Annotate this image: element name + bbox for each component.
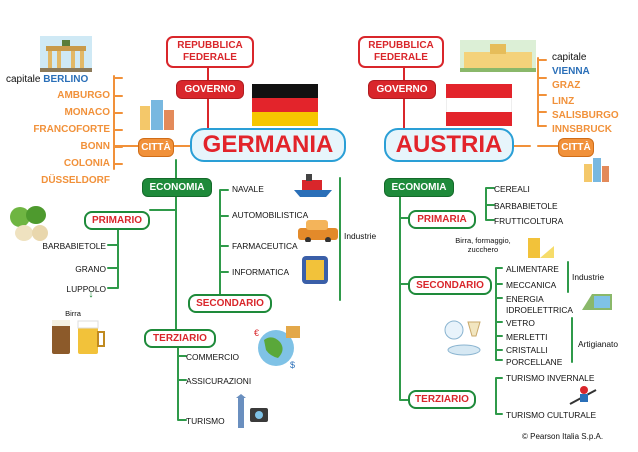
austria-energy-item-1: ENERGIA	[506, 294, 544, 304]
austria-tertiary-box: TERZIARIO	[408, 390, 476, 409]
skier-icon	[569, 386, 597, 405]
austria-craft-label: Artigianato	[578, 339, 619, 349]
austria-city-2: LINZ	[552, 96, 575, 107]
germany-secondary-item-4: INFORMATICA	[232, 267, 290, 277]
austria-republic-box: REPUBBLICA FEDERALE	[358, 36, 444, 68]
austria-tertiary-item-1: TURISMO INVERNALE	[506, 373, 595, 383]
germany-republic-box: REPUBBLICA FEDERALE	[166, 36, 254, 68]
germany-tertiary-item-1: COMMERCIO	[186, 352, 240, 362]
austria-city-icon	[584, 158, 609, 182]
copyright: © Pearson Italia S.p.A.	[522, 432, 604, 441]
germany-secondary-item-3: FARMACEUTICA	[232, 241, 298, 251]
austria-energy-item-2: IDROELETTRICA	[506, 305, 574, 315]
austria-primary-item-3: FRUTTICOLTURA	[494, 216, 564, 226]
city-buildings-icon	[140, 100, 174, 130]
austria-city-1: GRAZ	[552, 80, 581, 91]
austria-primary-item-2: BARBABIETOLE	[494, 201, 558, 211]
austria-industry-item-1: ALIMENTARE	[506, 264, 559, 274]
germany-tertiary-item-3: TURISMO	[186, 416, 225, 426]
austria-secondary-box: SECONDARIO	[408, 276, 492, 295]
globe-commerce-icon: € $	[254, 326, 300, 370]
austria-primary-item-1: CEREALI	[494, 184, 530, 194]
austria-industry-label: Industrie	[572, 272, 605, 282]
germany-tertiary-box: TERZIARIO	[144, 329, 216, 348]
dam-icon	[582, 294, 612, 310]
austria-city-3: SALISBURGO	[552, 110, 619, 121]
germany-secondary-item-2: AUTOMOBILISTICA	[232, 210, 309, 220]
germany-city-1: AMBURGO	[57, 90, 110, 101]
germany-flag-icon	[252, 84, 318, 126]
down-arrow-icon: ↓	[88, 288, 94, 300]
austria-industry-item-2: MECCANICA	[506, 280, 557, 290]
austria-tertiary-item-2: TURISMO CULTURALE	[506, 410, 597, 420]
germany-primary-item-1: BARBABIETOLE	[42, 241, 106, 251]
austria-title: AUSTRIA	[384, 128, 514, 162]
glassware-icon	[444, 320, 481, 356]
austria-primary-box: PRIMARIA	[408, 210, 476, 229]
austria-government-box: GOVERNO	[368, 80, 436, 99]
svg-text:€: €	[254, 328, 259, 338]
austria-capital: VIENNA	[552, 66, 590, 77]
tourist-icon	[236, 394, 268, 428]
germany-city-2: MONACO	[64, 107, 110, 118]
beer-mugs-icon	[52, 320, 105, 354]
austria-economy-box: ECONOMIA	[384, 178, 454, 197]
germany-primary-item-3: LUPPOLO	[66, 284, 106, 294]
tablet-icon	[302, 256, 328, 284]
germany-city-6: DÜSSELDORF	[41, 175, 110, 186]
svg-text:$: $	[290, 360, 295, 370]
germany-primary-item-2: GRANO	[75, 264, 106, 274]
austria-city-4: INNSBRUCK	[552, 124, 612, 135]
austria-craft-item-4: PORCELLANE	[506, 357, 563, 367]
germany-government-box: GOVERNO	[176, 80, 244, 99]
car-factory-icon	[298, 220, 338, 242]
austria-craft-item-1: VETRO	[506, 318, 535, 328]
beer-label: Birra	[65, 309, 81, 318]
brandenburg-gate-icon	[40, 36, 92, 72]
austria-capital-prefix: capitale	[552, 52, 587, 63]
austria-cities-box: CITTÀ	[558, 138, 594, 157]
germany-secondary-item-1: NAVALE	[232, 184, 264, 194]
germany-city-4: BONN	[80, 141, 110, 152]
germany-cities-box: CITTÀ	[138, 138, 174, 157]
austria-flag-icon	[446, 84, 512, 126]
germany-capital: capitale BERLINO	[6, 74, 89, 85]
ship-icon	[294, 174, 332, 197]
germany-industry-label: Industrie	[344, 231, 377, 241]
austria-primary-note: Birra, formaggio, zucchero	[455, 236, 511, 254]
austria-craft-item-2: MERLETTI	[506, 332, 548, 342]
germany-city-5: COLONIA	[63, 158, 110, 169]
germany-title: GERMANIA	[190, 128, 346, 162]
sugar-beet-icon	[10, 206, 48, 241]
vienna-palace-icon	[460, 40, 536, 72]
cheese-beer-icon	[528, 238, 554, 258]
germany-tertiary-item-2: ASSICURAZIONI	[186, 376, 252, 386]
germany-economy-box: ECONOMIA	[142, 178, 212, 197]
germany-city-3: FRANCOFORTE	[33, 124, 110, 135]
germany-secondary-box: SECONDARIO	[188, 294, 272, 313]
germany-primary-box: PRIMARIO	[84, 211, 150, 230]
austria-craft-item-3: CRISTALLI	[506, 345, 548, 355]
